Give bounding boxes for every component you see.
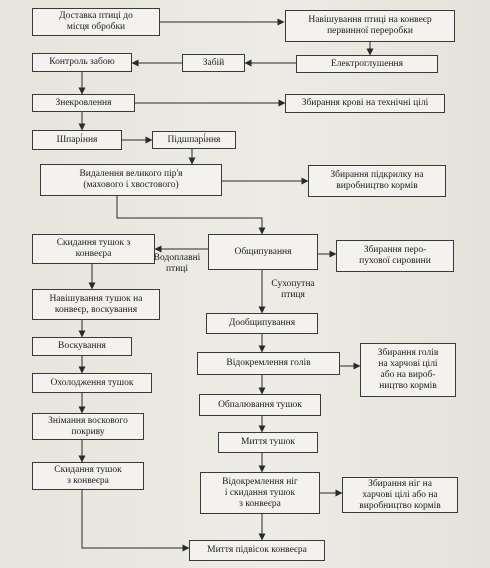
node-blood-collection: Збирання крові на технічні цілі	[285, 94, 445, 113]
node-large-feather-removal: Видалення великого пір'я (махового і хво…	[40, 164, 222, 196]
node-bleeding: Знекровлення	[32, 94, 135, 112]
node-leg-collection: Збирання ніг на харчові цілі або на виро…	[342, 477, 458, 513]
node-delivery: Доставка птиці до місця обробки	[32, 8, 160, 36]
node-singeing: Обпалювання тушок	[199, 394, 321, 416]
node-hanging: Навішування птиці на конвеєр первинної п…	[285, 10, 455, 42]
node-subscalding: Підшпарі́ння	[152, 131, 236, 149]
node-scalding: Шпарі́ння	[32, 130, 122, 150]
node-head-collection: Збирання голів на харчові цілі або на ви…	[360, 343, 456, 397]
node-slaughter: Забій	[182, 54, 245, 72]
arrow-feathers-to-plucking	[116, 196, 266, 235]
branch-label-waterfowl: Водоплавні птиці	[153, 253, 201, 274]
node-finishing-plucking: Дообщипування	[206, 313, 318, 334]
node-wax-removal: Знімання воскового покриву	[32, 413, 144, 440]
node-carcass-removal-2: Скидання тушок з конвеєра	[32, 462, 144, 490]
node-head-separation: Відокремлення голів	[197, 352, 340, 375]
node-waxing: Воскування	[32, 337, 132, 356]
node-slaughter-control: Контроль забою	[32, 53, 132, 72]
node-stunning: Електроглушення	[296, 55, 438, 73]
node-carcass-cooling: Охолодження тушок	[32, 373, 152, 393]
branch-label-landfowl: Сухопутна птиця	[271, 279, 315, 300]
arrow-removal2-to-hangerwash	[81, 490, 190, 552]
node-carcass-washing: Миття тушок	[218, 432, 318, 453]
node-waxing-hanging: Навішування тушок на конвеєр, воскування	[32, 289, 160, 320]
node-down-collection: Збирання перо- пухової сировини	[336, 240, 454, 272]
node-hanger-washing: Миття підвісок конвеєра	[189, 540, 325, 561]
node-leg-separation: Відокремлення ніг і скидання тушок з кон…	[200, 472, 320, 514]
node-plucking: Общипування	[208, 234, 318, 270]
node-wing-feather-collection: Збирання підкрилку на виробництво кормів	[308, 165, 446, 197]
node-carcass-removal-1: Скидання тушок з конвеєра	[32, 234, 155, 264]
